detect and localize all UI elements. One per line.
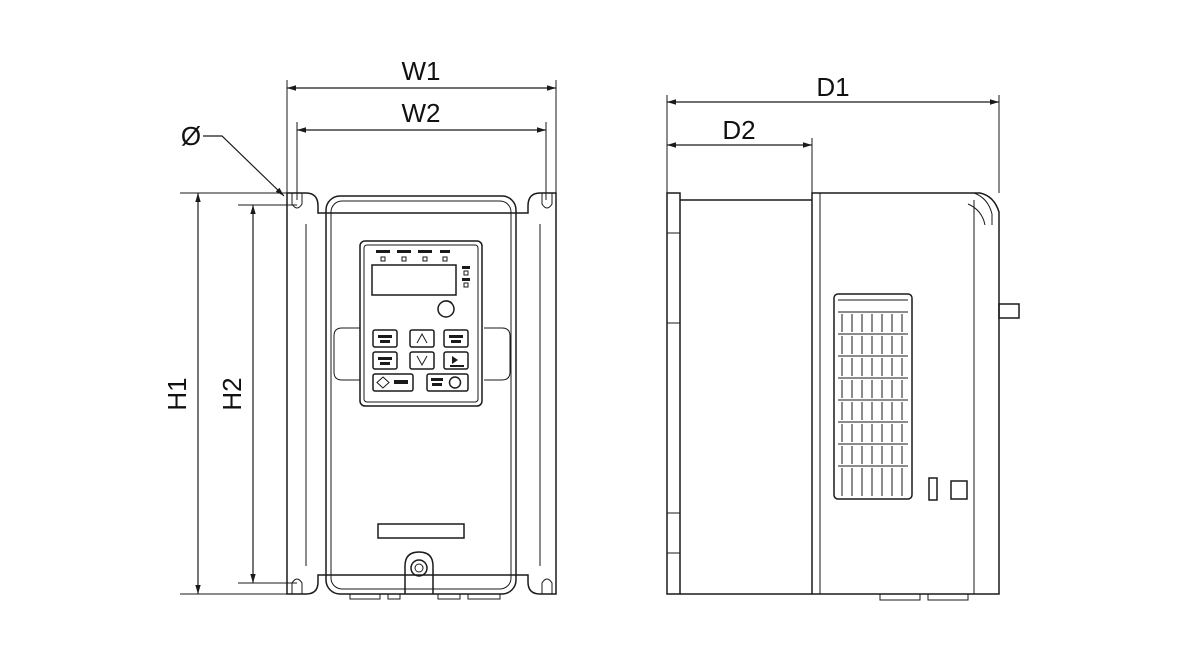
side-vent-grille — [833, 293, 913, 500]
run-diamond-icon — [376, 376, 390, 389]
cover-screw-icon — [410, 559, 428, 577]
side-terminal-clip — [950, 480, 968, 500]
cover-screw-boss — [404, 551, 434, 594]
keypad-panel-inner — [363, 244, 479, 403]
unit-indicators — [462, 266, 470, 288]
keypad-keys — [372, 329, 469, 392]
w2-label: W2 — [402, 98, 441, 128]
hole-leader-line — [203, 135, 285, 197]
mount-slot-top-left — [291, 193, 303, 209]
d2-label: D2 — [722, 115, 755, 145]
side-dimensions: D1 D2 — [666, 72, 1000, 193]
mount-slot-bottom-right — [541, 578, 553, 594]
front-dimensions: W1 W2 Ø H1 H2 — [162, 56, 557, 595]
front-view — [286, 192, 557, 600]
hole-diameter-label: Ø — [181, 121, 201, 151]
vent-slats — [838, 299, 908, 496]
d1-label: D1 — [816, 72, 849, 102]
potentiometer-knob-icon — [437, 300, 455, 318]
stop-button-icon — [448, 376, 462, 389]
cover-tab-right — [484, 327, 511, 381]
w1-label: W1 — [402, 56, 441, 86]
side-latch — [928, 477, 938, 501]
down-arrow-icon — [416, 355, 428, 367]
front-cover — [325, 195, 517, 595]
mount-slot-top-right — [541, 193, 553, 209]
front-flange-inner — [305, 224, 541, 566]
side-bottom-feet — [879, 594, 969, 601]
side-view — [666, 192, 1020, 601]
mount-slot-bottom-left — [291, 578, 303, 594]
front-nameplate-slot — [377, 523, 465, 539]
front-mounting-plate — [286, 192, 557, 595]
side-connector-stub — [998, 303, 1020, 319]
h1-label: H1 — [162, 377, 192, 410]
side-mounting-plate — [666, 192, 681, 595]
keypad-panel — [359, 240, 483, 407]
side-cover-body — [811, 192, 1000, 595]
bottom-vents — [349, 594, 501, 600]
keypad-display — [371, 264, 457, 296]
up-arrow-icon — [416, 332, 428, 344]
h2-label: H2 — [217, 377, 247, 410]
front-cover-inner — [330, 200, 512, 590]
indicator-leds — [376, 250, 450, 262]
cover-tab-left — [333, 327, 360, 381]
